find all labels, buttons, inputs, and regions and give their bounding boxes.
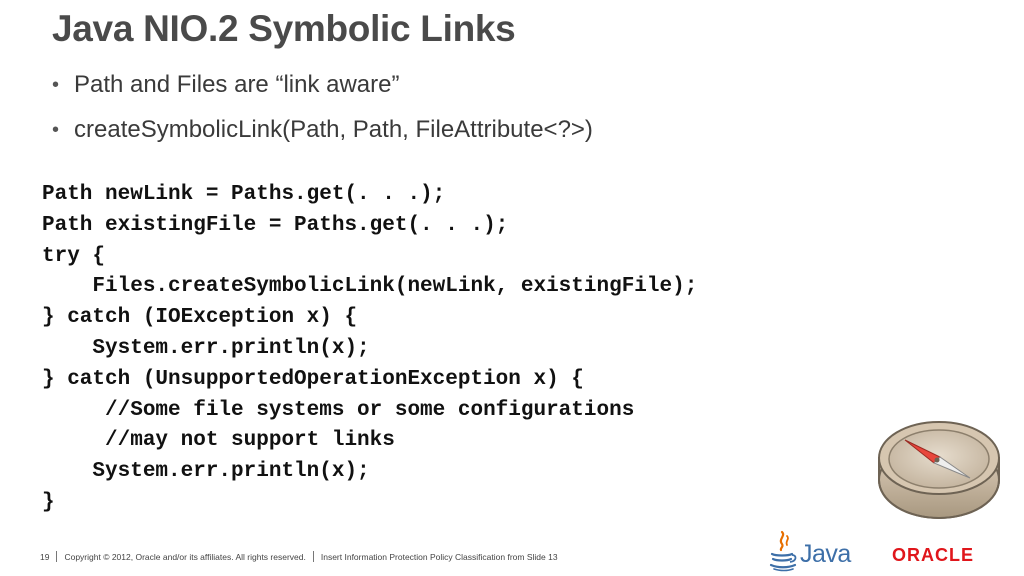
java-logo-text: Java [800, 540, 851, 568]
oracle-logo: ORACLE [892, 545, 974, 565]
java-cup-icon [769, 530, 797, 572]
compass-icon [878, 421, 1000, 519]
code-block: Path newLink = Paths.get(. . .); Path ex… [42, 180, 697, 519]
code-line: Path existingFile = Paths.get(. . .); [42, 213, 509, 237]
java-logo: Java [768, 526, 860, 572]
code-line: //may not support links [42, 429, 395, 453]
bullet-item: • Path and Files are “link aware” [52, 72, 593, 98]
footer: 19 Copyright © 2012, Oracle and/or its a… [40, 551, 558, 562]
page-number: 19 [40, 551, 50, 562]
code-line: } catch (UnsupportedOperationException x… [42, 367, 584, 391]
footer-divider [312, 551, 314, 562]
code-line: } catch (IOException x) { [42, 306, 358, 330]
bullet-text: Path and Files are “link aware” [74, 71, 400, 98]
code-line: Files.createSymbolicLink(newLink, existi… [42, 275, 698, 299]
code-line: System.err.println(x); [42, 460, 370, 484]
classification-text: Insert Information Protection Policy Cla… [320, 551, 558, 562]
code-line: Path newLink = Paths.get(. . .); [42, 183, 446, 206]
footer-divider [56, 551, 58, 562]
code-line: System.err.println(x); [42, 336, 370, 360]
code-line: //Some file systems or some configuratio… [42, 398, 635, 422]
code-line: } [42, 490, 55, 514]
slide-title: Java NIO.2 Symbolic Links [52, 8, 516, 49]
code-line: try { [42, 244, 106, 268]
bullet-dot-icon: • [52, 119, 60, 141]
bullet-list: • Path and Files are “link aware” • crea… [52, 72, 593, 162]
copyright-text: Copyright © 2012, Oracle and/or its affi… [64, 551, 306, 562]
bullet-item: • createSymbolicLink(Path, Path, FileAtt… [52, 117, 593, 143]
bullet-text: createSymbolicLink(Path, Path, FileAttri… [74, 116, 593, 143]
bullet-dot-icon: • [52, 74, 60, 96]
